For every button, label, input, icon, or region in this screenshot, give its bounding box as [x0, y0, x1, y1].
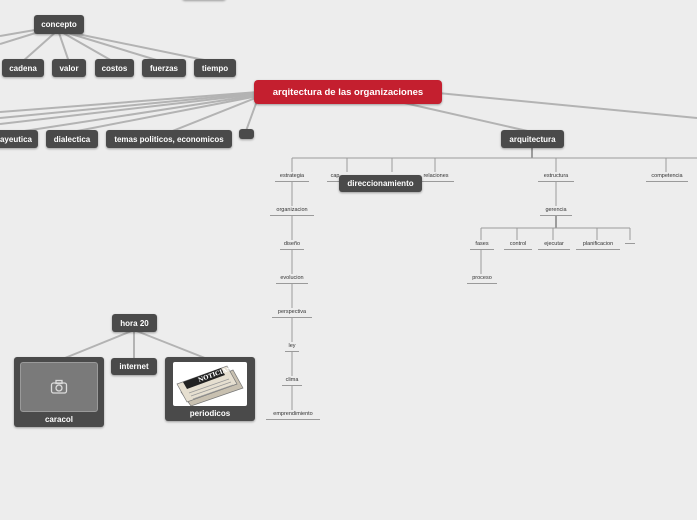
valor-label: valor [59, 63, 79, 73]
evolucion-leaf[interactable]: evolucion [276, 275, 308, 284]
cadena-label: cadena [9, 63, 37, 73]
arquitectura-node[interactable]: arquitectura [501, 130, 564, 148]
empty-leaf[interactable] [625, 241, 635, 244]
temas-politicos-label: temas politicos, economicos [114, 134, 224, 144]
direccionamiento-node[interactable]: direccionamiento [339, 175, 422, 192]
tiempo-node[interactable]: tiempo [194, 59, 236, 77]
estructura-leaf[interactable]: estructura [538, 173, 574, 182]
fuerzas-node[interactable]: fuerzas [142, 59, 186, 77]
empty-topic-node[interactable] [239, 129, 254, 139]
diseno-leaf[interactable]: diseño [280, 241, 304, 250]
ayeutica-node[interactable]: ayeutica [0, 130, 38, 148]
gerencia-leaf[interactable]: gerencia [540, 207, 572, 216]
dialectica-node[interactable]: dialectica [46, 130, 98, 148]
newspaper-image: NOTICIAS [173, 362, 247, 406]
central-topic-label: arqitectura de las organizaciones [272, 86, 424, 98]
partial-cap-leaf[interactable]: cap [327, 173, 343, 182]
ayeutica-label: ayeutica [0, 134, 32, 144]
periodicos-label: periodicos [189, 409, 231, 418]
temas-politicos-node[interactable]: temas politicos, economicos [106, 130, 232, 148]
tiempo-label: tiempo [201, 63, 229, 73]
fuerzas-label: fuerzas [149, 63, 178, 73]
control-leaf[interactable]: control [504, 241, 532, 250]
cadena-node[interactable]: cadena [2, 59, 44, 77]
concepto-node[interactable]: concepto [34, 15, 84, 34]
caracol-card[interactable]: caracol [14, 357, 104, 427]
estrategia-leaf[interactable]: estrategia [275, 173, 309, 182]
direccionamiento-label: direccionamiento [347, 179, 414, 188]
camera-icon [20, 362, 98, 412]
arquitectura-label: arquitectura [509, 134, 556, 144]
proceso-leaf[interactable]: proceso [467, 275, 497, 284]
valor-node[interactable]: valor [52, 59, 86, 77]
internet-node[interactable]: internet [111, 358, 157, 375]
concepto-label: concepto [41, 20, 77, 29]
perspectiva-leaf[interactable]: perspectiva [272, 309, 312, 318]
relaciones-leaf[interactable]: relaciones [418, 173, 454, 182]
ejecutar-leaf[interactable]: ejecutar [538, 241, 570, 250]
caracol-label: caracol [44, 415, 74, 424]
periodicos-card[interactable]: NOTICIAS periodicos [165, 357, 255, 421]
hora20-node[interactable]: hora 20 [112, 314, 157, 332]
hora20-label: hora 20 [120, 318, 149, 328]
costos-label: costos [101, 63, 128, 73]
clima-leaf[interactable]: clima [282, 377, 302, 386]
organizacion-leaf[interactable]: organizacion [270, 207, 314, 216]
planificacion-leaf[interactable]: planificacion [576, 241, 620, 250]
fases-leaf[interactable]: fases [470, 241, 494, 250]
ley-leaf[interactable]: ley [285, 343, 299, 352]
internet-label: internet [119, 362, 149, 371]
emprendimiento-leaf[interactable]: emprendimiento [266, 411, 320, 420]
competencia-leaf[interactable]: competencia [646, 173, 688, 182]
central-topic[interactable]: arqitectura de las organizaciones [254, 80, 442, 104]
costos-node[interactable]: costos [95, 59, 134, 77]
dialectica-label: dialectica [53, 134, 91, 144]
